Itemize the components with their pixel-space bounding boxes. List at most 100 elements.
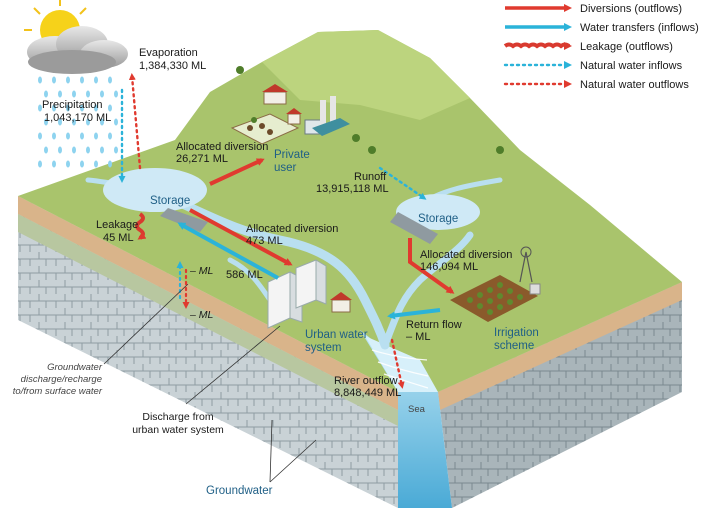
precipitation-label: Precipitation <box>42 99 103 111</box>
rain-drop <box>94 132 98 140</box>
rain-drop <box>44 118 48 126</box>
transfer-inflow-arrow <box>177 222 279 280</box>
rain-drop <box>80 76 84 84</box>
legend-arrowhead-4 <box>564 80 572 88</box>
leakage-value: 45 ML <box>103 232 134 244</box>
gw-discharge-label-3: to/from surface water <box>13 386 103 397</box>
rain-drop <box>108 76 112 84</box>
rain-drop <box>38 76 42 84</box>
rain-drop <box>52 104 56 112</box>
irrigation-field <box>450 246 541 322</box>
alloc-irrigation-value: 146,094 ML <box>420 261 478 273</box>
river-outflow-label: River outflow <box>334 375 398 387</box>
rain-drop <box>86 146 90 154</box>
runoff-label: Runoff <box>354 171 387 183</box>
rain-drop <box>72 90 76 98</box>
rain-drop <box>72 118 76 126</box>
rain-drop <box>44 146 48 154</box>
rain-drop <box>52 76 56 84</box>
rain-drop <box>94 76 98 84</box>
leader-lines <box>103 283 317 483</box>
legend-label-2: Leakage (outflows) <box>580 41 673 53</box>
legend-line-2 <box>503 42 571 49</box>
dam-left <box>160 208 208 232</box>
alloc-urban-value: 473 ML <box>246 235 283 247</box>
rain-drop <box>38 104 42 112</box>
storage-right-label: Storage <box>418 213 458 225</box>
legend: Diversions (outflows) Water transfers (in… <box>503 3 699 91</box>
rain-drop <box>38 160 42 168</box>
leakage-label: Leakage <box>96 219 138 231</box>
precipitation-value: 1,043,170 ML <box>44 112 111 124</box>
rain-drops <box>38 76 118 168</box>
legend-label-0: Diversions (outflows) <box>580 3 682 15</box>
gw-discharge-label-1: Groundwater <box>47 362 103 373</box>
private-user-label-1: Private <box>274 149 310 161</box>
rain-drop <box>108 160 112 168</box>
evaporation-label: Evaporation <box>139 47 198 59</box>
diversion-irrigation-arrow <box>408 238 455 294</box>
evaporation-value: 1,384,330 ML <box>139 60 206 72</box>
rain-drop <box>66 132 70 140</box>
sea-label: Sea <box>408 404 426 415</box>
trees <box>236 66 504 154</box>
legend-arrowhead-0 <box>564 4 572 12</box>
legend-arrowhead-2 <box>564 42 572 50</box>
private-user-farm <box>230 84 350 145</box>
return-flow-label: Return flow <box>406 319 462 331</box>
rain-drop <box>86 90 90 98</box>
rain-drop <box>100 90 104 98</box>
rain-drop <box>80 104 84 112</box>
rain-drop <box>52 132 56 140</box>
legend-label-3: Natural water inflows <box>580 60 683 72</box>
rain-drop <box>80 160 84 168</box>
terrain-block <box>18 30 682 508</box>
rain-drop <box>80 132 84 140</box>
rain-drop <box>86 118 90 126</box>
rain-drop <box>52 160 56 168</box>
private-user-label-2: user <box>274 162 297 174</box>
rain-drop <box>114 118 118 126</box>
rain-drop <box>100 146 104 154</box>
rain-drop <box>44 90 48 98</box>
river-outflow-value: 8,848,449 ML <box>334 387 401 399</box>
gw-down-value: – ML <box>189 309 214 321</box>
gw-discharge-label-2: discharge/recharge <box>21 374 102 385</box>
diversion-urban-arrow <box>189 208 293 266</box>
rain-drop <box>66 160 70 168</box>
rain-drop <box>72 146 76 154</box>
return-flow-value: – ML <box>406 331 430 343</box>
rain-drop <box>94 104 98 112</box>
legend-label-1: Water transfers (inflows) <box>580 22 699 34</box>
leakage-arrow <box>135 212 147 240</box>
alloc-private-label: Allocated diversion <box>176 141 268 153</box>
groundwater-label: Groundwater <box>206 485 273 497</box>
transfer-value: 586 ML <box>226 269 263 281</box>
sea <box>360 330 452 508</box>
legend-label-4: Natural water outflows <box>580 79 689 91</box>
rain-drop <box>38 132 42 140</box>
gw-up-value: – ML <box>189 265 214 277</box>
legend-arrowhead-1 <box>564 23 572 31</box>
rain-drop <box>108 104 112 112</box>
runoff-value: 13,915,118 ML <box>316 183 389 195</box>
alloc-urban-label: Allocated diversion <box>246 223 338 235</box>
urban-buildings <box>267 259 352 329</box>
storage-left-lake <box>103 168 207 212</box>
dam-right <box>390 212 438 244</box>
rain-drop <box>58 146 62 154</box>
urban-system-label-1: Urban water <box>305 329 368 341</box>
rain-drop <box>108 132 112 140</box>
storage-right-lake <box>396 194 480 230</box>
alloc-irrigation-label: Allocated diversion <box>420 249 512 261</box>
alloc-private-value: 26,271 ML <box>176 153 228 165</box>
rain-drop <box>66 76 70 84</box>
irrigation-label-2: scheme <box>494 340 534 352</box>
storage-left-label: Storage <box>150 195 190 207</box>
diversion-private-arrow <box>209 158 265 186</box>
runoff-arrow <box>378 166 427 200</box>
rain-drop <box>66 104 70 112</box>
right-cliff-face <box>438 282 682 508</box>
rain-drop <box>58 118 62 126</box>
